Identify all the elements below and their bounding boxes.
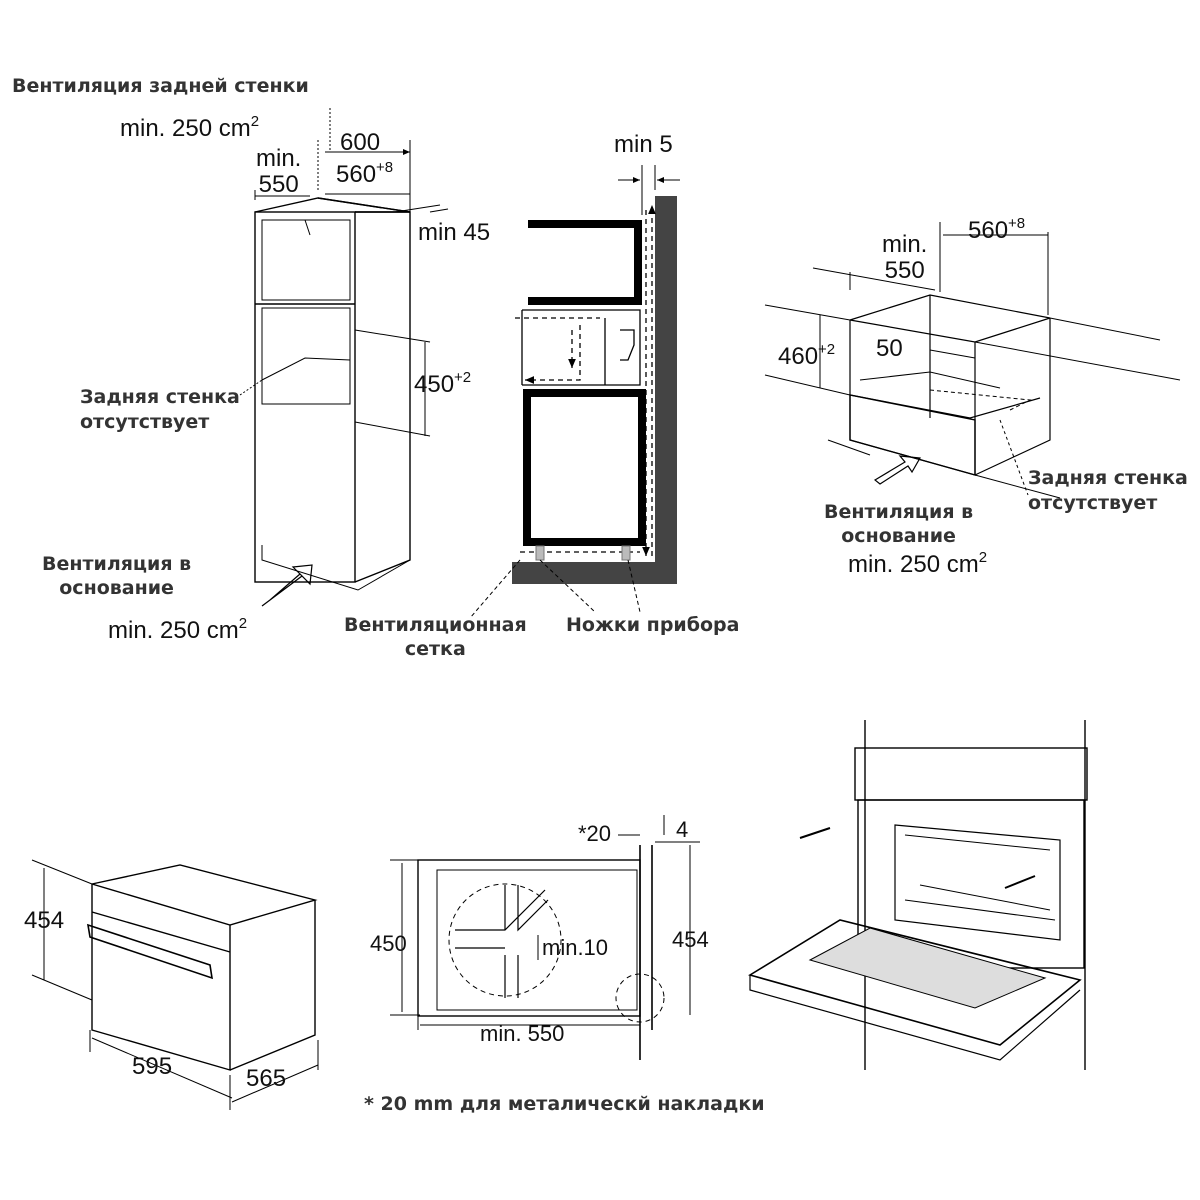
d3-base-vent-line1: Вентиляция в — [824, 501, 974, 523]
base-vent-line2: основание — [59, 576, 174, 599]
vent-grid-line2: сетка — [404, 637, 466, 660]
d3-base-vent-area-value: min. 250 cm — [848, 551, 979, 578]
d3-height-sup: +2 — [818, 341, 836, 358]
no-back-wall-line2: отсутствует — [80, 410, 210, 433]
d3-no-back-wall-line1: Задняя стенка — [1028, 467, 1188, 489]
oven-height-label: 454 — [24, 907, 65, 934]
d3-base-vent-line2: основание — [841, 524, 956, 547]
installed-oven-drawing — [748, 720, 1088, 1070]
oven-dimensions-drawing — [31, 859, 319, 1110]
niche-height-value: 450 — [414, 371, 455, 398]
d3-niche-width-label: 560+8 — [968, 215, 1026, 244]
tall-cabinet-drawing — [239, 108, 449, 607]
base-vent-area-sup: 2 — [238, 615, 248, 632]
height450-label: 450 — [370, 931, 407, 956]
undercounter-niche-drawing — [764, 222, 1181, 499]
gap4-label: 4 — [676, 817, 689, 842]
d3-height-value: 460 — [778, 343, 819, 370]
vent-grid-line1: Вентиляционная — [344, 614, 527, 636]
gap-min5-label: min 5 — [614, 131, 673, 158]
base-vent-area-value: min. 250 cm — [108, 617, 239, 644]
section-drawing — [469, 165, 680, 619]
d3-base-vent-area-sup: 2 — [978, 549, 988, 566]
height454-label: 454 — [672, 927, 709, 952]
niche-height-label: 450+2 — [414, 369, 472, 398]
d3-no-back-wall-line2: отсутствует — [1028, 491, 1158, 514]
oven-depth-label: 565 — [246, 1065, 287, 1092]
width-600-label: 600 — [340, 129, 381, 156]
depth-min-label: min.550 — [256, 145, 302, 199]
d3-depth-min-label: min.550 — [882, 231, 928, 285]
d3-depth-min-line1: min. — [882, 231, 928, 258]
oven-width-label: 595 — [132, 1053, 173, 1080]
min550-label: min. 550 — [480, 1021, 565, 1046]
side-section-drawing — [390, 815, 700, 1060]
base-vent-area: min. 250 cm2 — [108, 615, 248, 644]
d3-depth-min-line2: 550 — [884, 257, 925, 285]
d3-niche-width-value: 560 — [968, 217, 1009, 244]
d3-height-label: 460+2 — [778, 341, 836, 370]
star20-label: *20 — [578, 821, 612, 846]
rear-vent-area-sup: 2 — [250, 113, 260, 130]
no-back-wall-line1: Задняя стенка — [80, 386, 240, 408]
niche-width-sup: +8 — [376, 159, 394, 176]
niche-width-value: 560 — [336, 161, 377, 188]
niche-width-label: 560+8 — [336, 159, 394, 188]
d3-gap-50-label: 50 — [876, 335, 903, 362]
gap-min45-label: min 45 — [418, 219, 491, 246]
footnote: * 20 mm для металическй накладки — [364, 1093, 765, 1115]
rear-vent-title: Вентиляция задней стенки — [12, 75, 309, 97]
base-vent-line1: Вентиляция в — [42, 553, 192, 575]
d3-base-vent-area: min. 250 cm2 — [848, 549, 988, 578]
rear-vent-area-value: min. 250 cm — [120, 115, 251, 142]
niche-height-sup: +2 — [454, 369, 472, 386]
min10-label: min.10 — [542, 935, 609, 960]
rear-vent-area: min. 250 cm2 — [120, 113, 260, 142]
appliance-feet-label: Ножки прибора — [566, 614, 740, 636]
depth-min-line2: 550 — [258, 171, 299, 199]
depth-min-line1: min. — [256, 145, 302, 172]
d3-niche-width-sup: +8 — [1008, 215, 1026, 232]
